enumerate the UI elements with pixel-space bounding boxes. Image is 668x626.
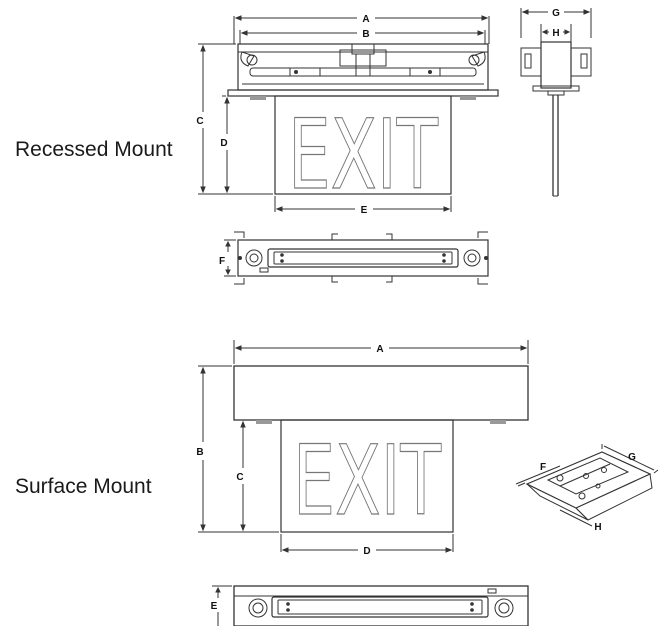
recessed-dim-c: C (196, 116, 203, 127)
recessed-dim-d: D (220, 138, 227, 149)
recessed-dim-f: F (219, 256, 225, 267)
surface-dim-f: F (540, 462, 546, 473)
surface-front-view: A EXIT B C D (196, 340, 529, 557)
recessed-dim-g: G (552, 8, 560, 19)
recessed-dim-a: A (362, 14, 369, 25)
surface-mount-title: Surface Mount (15, 475, 152, 498)
recessed-dim-b: B (362, 29, 369, 40)
recessed-sign-text: EXIT (288, 99, 438, 211)
surface-bottom-view: E (211, 585, 529, 626)
surface-canopy-iso: F G H (515, 444, 659, 533)
surface-dim-d: D (363, 546, 370, 557)
recessed-dim-e: E (361, 205, 368, 216)
surface-dim-b: B (196, 447, 203, 458)
recessed-mount-title: Recessed Mount (15, 138, 173, 161)
surface-dim-h: H (594, 522, 601, 533)
recessed-bottom-view: F (219, 231, 489, 285)
surface-sign-text: EXIT (293, 425, 441, 537)
recessed-side-view: G H (520, 8, 592, 197)
surface-dim-c: C (236, 472, 243, 483)
surface-dim-e: E (211, 601, 218, 612)
recessed-dim-h: H (552, 28, 559, 39)
recessed-front-view: A B EXIT (196, 14, 499, 216)
surface-dim-a: A (376, 344, 383, 355)
surface-dim-g: G (628, 452, 636, 463)
